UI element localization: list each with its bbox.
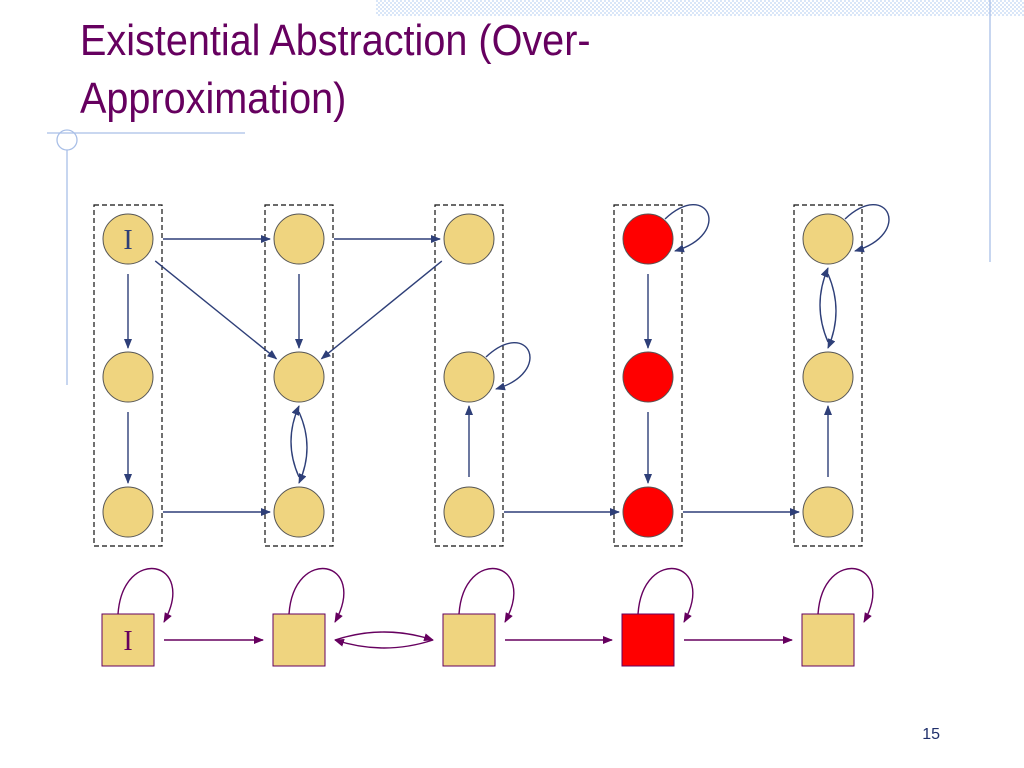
concrete-state-s02 [102, 486, 154, 538]
transition-s11-to-s12 [298, 411, 308, 484]
bad-concrete-state-s30 [622, 213, 674, 265]
abstract-state-a4 [801, 613, 855, 667]
initial-state-label: I [123, 225, 132, 256]
transition-s12-to-s11 [290, 405, 300, 478]
transition-s30-to-s30 [664, 204, 710, 253]
title-line-2: Approximation) [80, 74, 347, 123]
concrete-state-s12 [273, 486, 325, 538]
concrete-state-s10 [273, 213, 325, 265]
decoration-ring [56, 129, 78, 151]
header-checker-band [376, 0, 1024, 16]
concrete-state-s22 [443, 486, 495, 538]
concrete-state-s20 [443, 213, 495, 265]
transition-s20-to-s11 [320, 260, 443, 360]
concrete-state-s01 [102, 351, 154, 403]
abstract-state-a2 [442, 613, 496, 667]
decoration-lines [47, 0, 991, 385]
abstraction-groups [93, 204, 863, 547]
title-line-1: Existential Abstraction (Over- [80, 16, 591, 65]
concrete-state-s11 [273, 351, 325, 403]
transition-a3-to-a3 [637, 567, 694, 623]
transition-a4-to-a4 [817, 567, 874, 623]
transitions-layer [117, 204, 890, 649]
bad-concrete-state-s32 [622, 486, 674, 538]
abstract-state-a0 [101, 613, 155, 667]
transition-a2-to-a2 [458, 567, 515, 623]
transition-a1-to-a1 [288, 567, 345, 623]
abstraction-box-5 [793, 204, 863, 547]
concrete-state-s41 [802, 351, 854, 403]
concrete-state-s00 [102, 213, 154, 265]
abstraction-box-2 [264, 204, 334, 547]
initial-abstract-label: I [123, 626, 132, 657]
concrete-state-s40 [802, 213, 854, 265]
page-number: 15 [922, 726, 940, 743]
bad-abstract-state-a3 [621, 613, 675, 667]
slide-title: Existential Abstraction (Over- Approxima… [80, 12, 890, 128]
states-layer: II [101, 213, 855, 667]
transition-s21-to-s21 [485, 342, 531, 391]
transition-s41-to-s40 [819, 267, 829, 343]
concrete-state-s21 [443, 351, 495, 403]
abstraction-box-4 [613, 204, 683, 547]
abstraction-box-3 [434, 204, 504, 547]
transition-a2-to-a1 [334, 638, 434, 649]
transition-a0-to-a0 [117, 567, 174, 623]
bad-concrete-state-s31 [622, 351, 674, 403]
abstract-state-a1 [272, 613, 326, 667]
abstraction-box-1 [93, 204, 163, 547]
transition-a1-to-a2 [334, 631, 434, 642]
concrete-state-s42 [802, 486, 854, 538]
transition-s00-to-s11 [154, 260, 278, 360]
transition-s40-to-s41 [827, 273, 837, 349]
transition-s40-to-s40 [844, 204, 890, 253]
